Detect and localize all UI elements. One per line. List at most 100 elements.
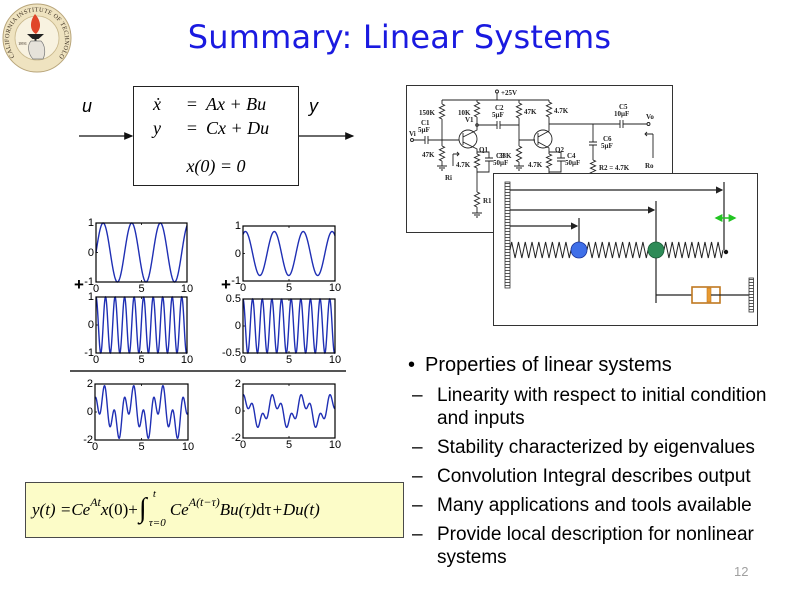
output-equation: y = Cx + Du (134, 117, 298, 139)
mass-1-blue (570, 241, 588, 259)
x-tick-label: 10 (328, 282, 342, 294)
y-tick-label: -1 (231, 275, 241, 287)
label-q2: Q2 (555, 146, 564, 154)
y-tick-label: -1 (84, 347, 94, 359)
formula-lhs: y(t) = (32, 500, 72, 519)
dash-marker: – (412, 437, 423, 458)
x-tick-label: 5 (138, 283, 145, 295)
label-c5: C5 (619, 103, 628, 111)
spring-end-point (723, 249, 729, 255)
right-wall (748, 277, 754, 313)
capacitor-c2 (496, 121, 501, 129)
list-item-text: Provide local description for nonlinear … (437, 524, 754, 568)
dash-marker: – (412, 385, 423, 406)
dash-marker: – (412, 495, 423, 516)
y-tick-label: 0 (234, 247, 241, 260)
mechanical-schematic (504, 181, 754, 313)
label-load: R2 = 4.7K (599, 164, 630, 172)
dash-marker: – (412, 466, 423, 487)
output-equation-rhs: Cx + Du (206, 118, 270, 138)
y-tick-label: 0 (86, 406, 93, 418)
label-v1: V1 (465, 116, 474, 124)
state-equation-equals: = (186, 94, 198, 114)
label-4k7-emitter2: 4.7K (528, 161, 543, 169)
label-ro: Ro (645, 162, 654, 170)
y-tick-label: 0 (234, 320, 241, 332)
y-tick-label: -2 (231, 432, 241, 444)
mass-2-green (647, 241, 665, 259)
y-tick-label: 1 (87, 291, 94, 303)
list-item: – Convolution Integral describes output (405, 465, 795, 488)
spring-2 (586, 241, 649, 259)
formula-term2-var: Bu(τ) (219, 500, 257, 519)
plot-frame (242, 383, 336, 439)
caltech-logo: CALIFORNIA INSTITUTE OF TECHNOLOGY 1891 (0, 0, 72, 73)
signal-line (95, 222, 188, 283)
left-wall (504, 181, 511, 289)
label-vo: Vo (646, 113, 654, 121)
signal-line (242, 230, 336, 277)
dashpot-piston (706, 287, 712, 303)
output-label: y (309, 96, 318, 116)
formula-term1-var: x (100, 500, 109, 519)
input-label: u (82, 96, 93, 116)
y-tick-label: 1 (87, 217, 94, 229)
x-tick-label: 10 (328, 439, 342, 451)
resistor-33k (515, 145, 523, 163)
label-47k-bias1: 47K (422, 151, 435, 159)
state-space-system-block: ẋ = Ax + Bu y = Cx + Du x(0) = 0 (133, 86, 299, 186)
list-item: – Many applications and tools available (405, 494, 795, 517)
output-terminal (646, 122, 651, 126)
x-tick-label: 5 (138, 354, 145, 366)
label-c4-value: 50μF (565, 159, 580, 167)
label-c1: C1 (421, 119, 430, 127)
resistor-4k7-emitter2 (545, 153, 553, 169)
input-terminal (410, 138, 414, 142)
y-tick-label: 2 (86, 378, 93, 390)
x-tick-label: 0 (92, 283, 100, 295)
supply-label: +25V (501, 89, 517, 97)
x-tick-label: 0 (239, 282, 247, 294)
dash-marker: – (412, 524, 423, 545)
capacitor-c3 (485, 157, 493, 162)
x-tick-label: 5 (285, 439, 293, 451)
list-item: – Linearity with respect to initial cond… (405, 384, 795, 430)
list-item-text: Many applications and tools available (437, 495, 752, 516)
list-item-text: Linearity with respect to initial condit… (437, 385, 767, 429)
y-tick-label: -0.5 (222, 347, 241, 359)
emitter2-wire (548, 151, 562, 176)
capacitor-c6 (589, 141, 597, 146)
convolution-formula-box: y(t) = Ce At x (0)+ ∫ t τ=0 Ce A(t−τ) Bu… (25, 482, 404, 538)
resistor-r1 (473, 191, 481, 208)
y-tick-label: -2 (83, 434, 93, 446)
integral-sign: ∫ (138, 493, 147, 524)
x-tick-label: 10 (180, 354, 194, 366)
formula-term1-rest: (0)+ (108, 500, 138, 519)
resistor-10k (473, 101, 481, 118)
hand-icon (28, 40, 46, 60)
supply-terminal (495, 89, 499, 94)
y-tick-label: 0 (87, 246, 94, 259)
label-q1: Q1 (479, 146, 488, 154)
torch-flame-icon (30, 14, 41, 34)
plot-canvas (242, 225, 336, 282)
label-c3: C3 (496, 152, 505, 160)
x-tick-label: 5 (285, 354, 293, 366)
label-c6-value: 5μF (601, 142, 613, 150)
label-150k: 150K (419, 109, 436, 117)
transistor-q2 (533, 129, 553, 149)
x-tick-label: 10 (328, 354, 342, 366)
y-tick-label: 2 (234, 378, 241, 390)
y-tick-label: 0 (234, 405, 241, 417)
plot-canvas (95, 222, 188, 283)
x-tick-label: 10 (180, 283, 194, 295)
state-equation: ẋ = Ax + Bu (134, 93, 298, 115)
x-tick-label: 10 (181, 441, 195, 453)
list-item-text: Convolution Integral describes output (437, 466, 751, 487)
y-tick-label: 0 (87, 319, 94, 331)
block-diagram-arrows (79, 132, 355, 140)
formula-term1-exponent: At (90, 494, 101, 509)
state-equation-lhs: ẋ (153, 94, 161, 114)
